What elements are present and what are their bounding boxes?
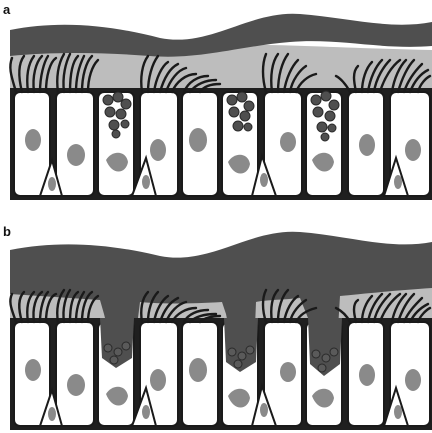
- nucleus: [359, 134, 375, 156]
- panel-label-b: b: [3, 224, 11, 239]
- ciliated-cell: [56, 92, 94, 196]
- nucleus: [280, 362, 296, 382]
- panel-label-a: a: [3, 2, 10, 17]
- nucleus: [48, 177, 56, 191]
- nucleus: [405, 369, 421, 391]
- panel-a: a: [0, 0, 432, 210]
- nucleus: [48, 407, 56, 421]
- panel-b: b: [0, 222, 432, 433]
- nucleus: [189, 128, 207, 152]
- panel-b-illustration: [0, 222, 432, 433]
- nucleus: [394, 405, 402, 419]
- nucleus: [67, 374, 85, 396]
- nucleus: [150, 369, 166, 391]
- nucleus: [67, 144, 85, 166]
- ciliated-cell: [56, 322, 94, 426]
- nucleus: [189, 358, 207, 382]
- nucleus: [25, 129, 41, 151]
- nucleus: [142, 405, 150, 419]
- nucleus: [394, 175, 402, 189]
- nucleus: [25, 359, 41, 381]
- nucleus: [260, 403, 268, 417]
- nucleus: [150, 139, 166, 161]
- nucleus: [142, 175, 150, 189]
- panel-a-illustration: [0, 0, 432, 210]
- nucleus: [280, 132, 296, 152]
- nucleus: [260, 173, 268, 187]
- nucleus: [405, 139, 421, 161]
- nucleus: [359, 364, 375, 386]
